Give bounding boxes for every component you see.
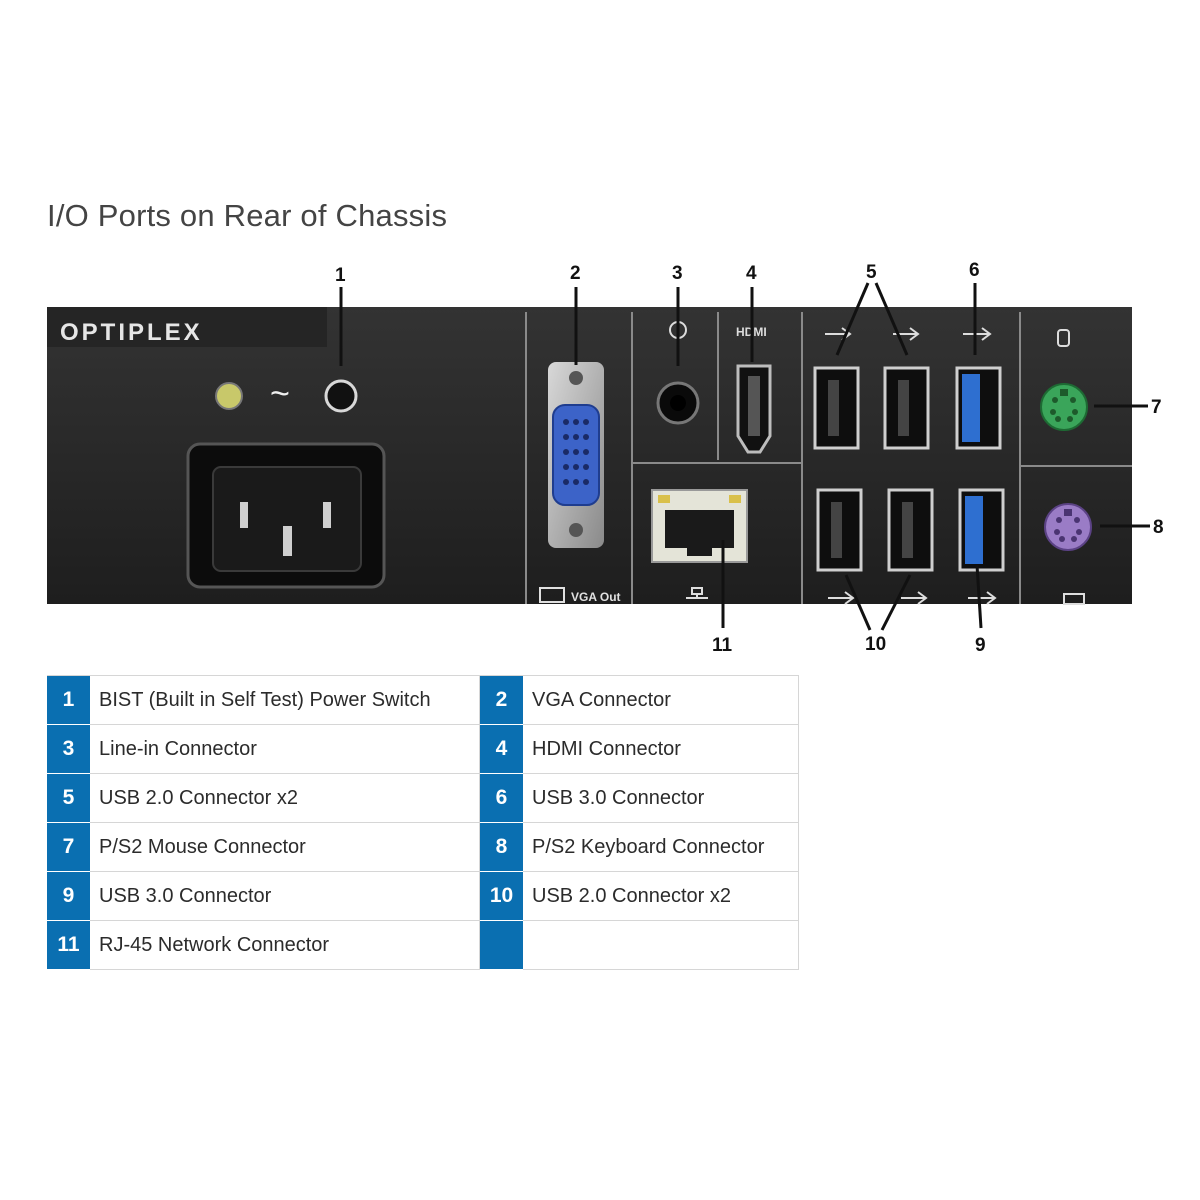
callout-lines	[339, 282, 1150, 631]
legend-label: P/S2 Mouse Connector	[90, 823, 480, 872]
legend-number: 10	[480, 872, 523, 921]
legend-label: P/S2 Keyboard Connector	[523, 823, 799, 872]
ac-tilde-icon: ~	[270, 375, 290, 413]
callout-9: 9	[975, 635, 986, 656]
brand-logo: OPTIPLEX	[60, 319, 203, 346]
callout-5: 5	[866, 262, 877, 283]
legend-label: Line-in Connector	[90, 725, 480, 774]
legend-label: USB 3.0 Connector	[523, 774, 799, 823]
vga-monitor-icon	[539, 587, 565, 603]
legend-number: 9	[47, 872, 90, 921]
power-pin-ground	[283, 526, 292, 556]
vga-screw-bottom	[569, 523, 583, 537]
power-pin-left	[240, 502, 248, 528]
callout-11: 11	[712, 635, 733, 656]
usb3-top	[955, 366, 1002, 450]
legend-label: VGA Connector	[523, 676, 799, 725]
callout-1: 1	[335, 265, 346, 286]
legend-number: 6	[480, 774, 523, 823]
legend-label-empty	[523, 921, 799, 970]
legend-label: RJ-45 Network Connector	[90, 921, 480, 970]
rj45-led-left	[658, 495, 670, 503]
callout-10: 10	[865, 634, 886, 655]
legend-number: 4	[480, 725, 523, 774]
usb3-bottom	[958, 488, 1005, 572]
network-icon	[686, 587, 708, 599]
line-in-jack-hole	[670, 395, 686, 411]
legend-number-empty	[480, 921, 523, 970]
usb2-top-right	[883, 366, 930, 450]
legend-number: 3	[47, 725, 90, 774]
keyboard-icon	[1063, 593, 1085, 605]
usb2-top-left	[813, 366, 860, 450]
vga-pins	[563, 419, 589, 485]
legend-number: 11	[47, 921, 90, 970]
legend-number: 5	[47, 774, 90, 823]
legend-label: USB 2.0 Connector x2	[523, 872, 799, 921]
callout-4: 4	[746, 263, 757, 284]
callout-2: 2	[570, 263, 581, 284]
callout-7: 7	[1151, 397, 1162, 418]
legend-table: 1 BIST (Built in Self Test) Power Switch…	[47, 675, 799, 970]
legend-label: BIST (Built in Self Test) Power Switch	[90, 676, 480, 725]
usb2-bottom-right	[887, 488, 934, 572]
chassis-svg: OPTIPLEX ~ VGA Out HDMI	[47, 260, 1164, 656]
ps2-mouse-port	[1040, 383, 1088, 431]
callout-8: 8	[1153, 517, 1164, 538]
legend-number: 7	[47, 823, 90, 872]
legend-number: 2	[480, 676, 523, 725]
legend-label: USB 2.0 Connector x2	[90, 774, 480, 823]
power-pin-right	[323, 502, 331, 528]
rj45-led-right	[729, 495, 741, 503]
bist-button-icon	[324, 379, 358, 413]
power-socket-inner	[212, 466, 362, 572]
callout-6: 6	[969, 260, 980, 281]
section-dividers	[525, 312, 1132, 604]
vga-out-label: VGA Out	[571, 590, 621, 604]
legend-label: USB 3.0 Connector	[90, 872, 480, 921]
power-led-icon	[215, 382, 243, 410]
rj45-opening	[665, 510, 734, 556]
legend-number: 1	[47, 676, 90, 725]
ps2-keyboard-port	[1044, 503, 1092, 551]
mouse-icon	[1057, 329, 1070, 347]
chassis-diagram: OPTIPLEX ~ VGA Out HDMI	[47, 260, 1164, 656]
usb2-bottom-left	[816, 488, 863, 572]
brand-strip	[47, 307, 327, 347]
vga-screw-top	[569, 371, 583, 385]
page-title: I/O Ports on Rear of Chassis	[47, 198, 448, 233]
legend-number: 8	[480, 823, 523, 872]
callout-3: 3	[672, 263, 683, 284]
legend-label: HDMI Connector	[523, 725, 799, 774]
hdmi-port-inner	[748, 376, 760, 436]
